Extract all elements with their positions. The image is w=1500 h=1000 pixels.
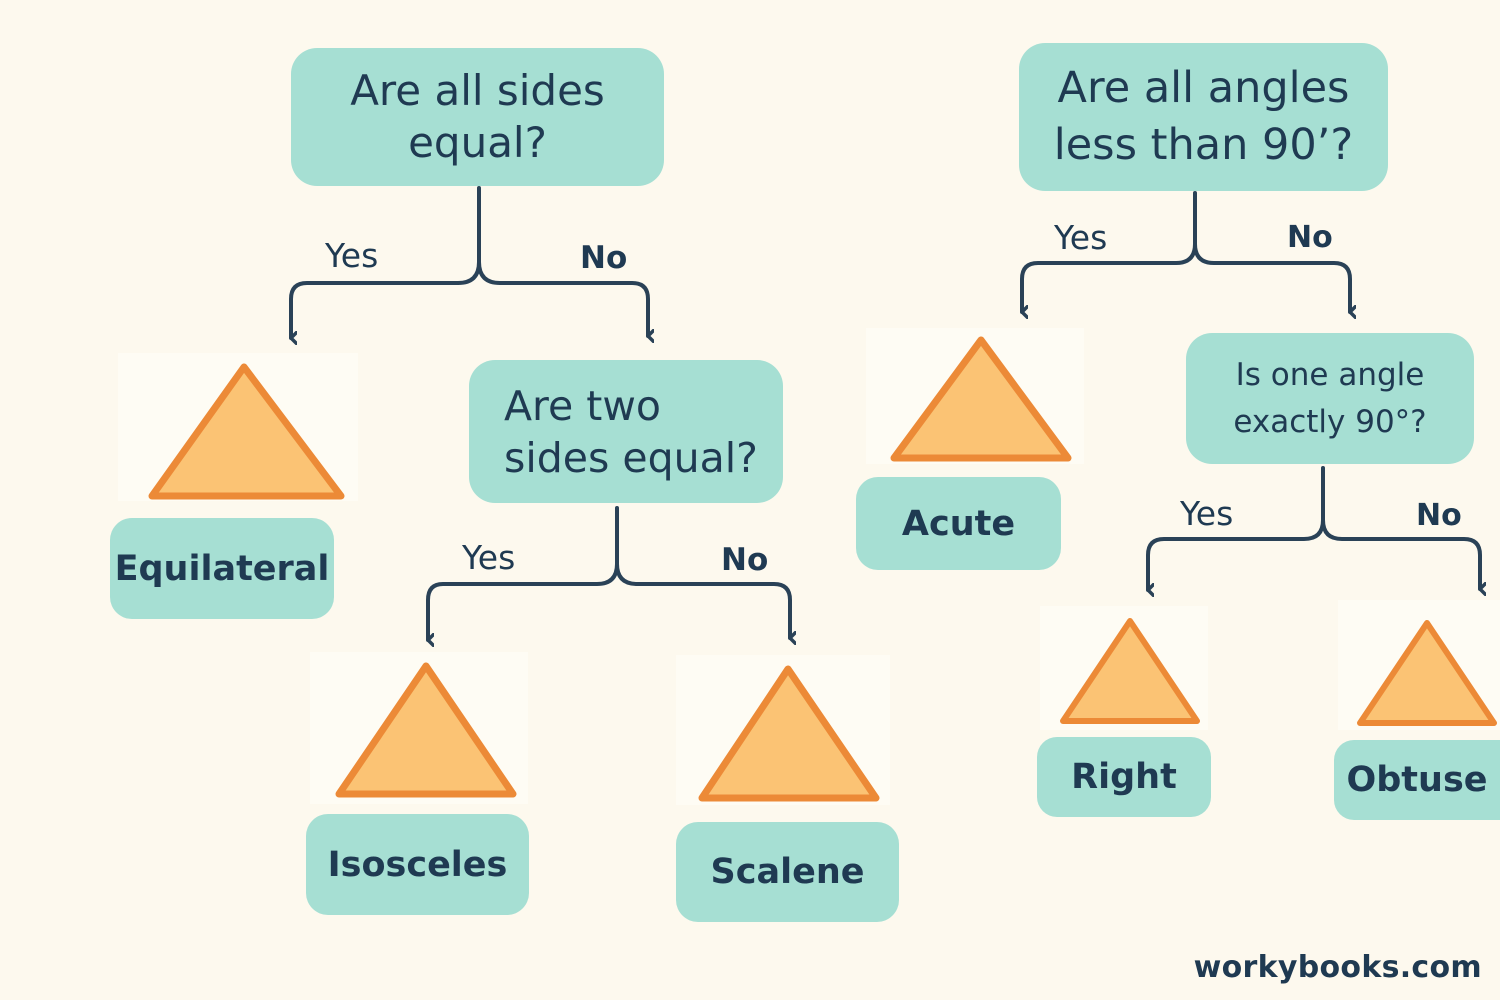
result-scalene: Scalene	[676, 822, 899, 922]
acute-triangle-icon	[890, 336, 1072, 462]
connector-no-obtuse	[1321, 518, 1480, 589]
question-all-angles-less-than-90: Are all angles less than 90’?	[1019, 43, 1388, 191]
question-two-sides-equal: Are two sides equal?	[469, 360, 783, 503]
connector-stem	[1020, 191, 1197, 312]
question-text-line: Are all sides	[350, 66, 605, 115]
branch-label-yes: Yes	[1180, 494, 1234, 533]
result-label: Scalene	[710, 852, 865, 892]
question-one-angle-exactly-90: Is one angle exactly 90°?	[1186, 333, 1474, 464]
result-acute: Acute	[856, 477, 1061, 570]
result-label: Obtuse	[1346, 760, 1488, 800]
result-equilateral: Equilateral	[110, 518, 334, 619]
result-label: Right	[1071, 757, 1177, 797]
result-isosceles: Isosceles	[306, 814, 529, 915]
result-label: Acute	[901, 503, 1016, 544]
question-text-line: Is one angle	[1235, 356, 1425, 393]
site-credit: workybooks.com	[1193, 950, 1482, 985]
branch-label-no: No	[1416, 498, 1462, 533]
connector-yes-equilateral	[289, 281, 460, 338]
result-label: Equilateral	[114, 548, 330, 589]
connector-stem	[456, 186, 481, 285]
connector-no-scalene	[615, 562, 790, 638]
right-triangle-icon	[1060, 618, 1200, 724]
branch-label-yes: Yes	[1054, 218, 1108, 257]
question-text-line: equal?	[408, 118, 547, 167]
result-label: Isosceles	[327, 844, 508, 885]
question-text-line: less than 90’?	[1053, 120, 1354, 170]
connector-stem	[426, 506, 619, 640]
question-text-line: sides equal?	[504, 433, 758, 482]
isosceles-triangle-icon	[335, 662, 517, 798]
branch-label-no: No	[721, 542, 769, 578]
connector-stem	[1146, 466, 1325, 590]
question-all-sides-equal: Are all sides equal?	[291, 48, 664, 186]
question-text-line: exactly 90°?	[1233, 403, 1427, 440]
connector-no-two-sides	[477, 260, 648, 336]
branch-label-no: No	[580, 240, 628, 276]
result-right: Right	[1037, 737, 1211, 817]
connector-no-one-angle	[1193, 242, 1350, 312]
branch-label-yes: Yes	[325, 236, 379, 275]
obtuse-triangle-icon	[1357, 620, 1497, 726]
question-text-line: Are two	[504, 381, 661, 430]
equilateral-triangle-icon	[148, 363, 345, 500]
question-text-line: Are all angles	[1057, 63, 1350, 113]
scalene-triangle-icon	[698, 665, 880, 802]
result-obtuse: Obtuse	[1334, 740, 1500, 820]
branch-label-yes: Yes	[462, 538, 516, 577]
branch-label-no: No	[1287, 220, 1333, 255]
